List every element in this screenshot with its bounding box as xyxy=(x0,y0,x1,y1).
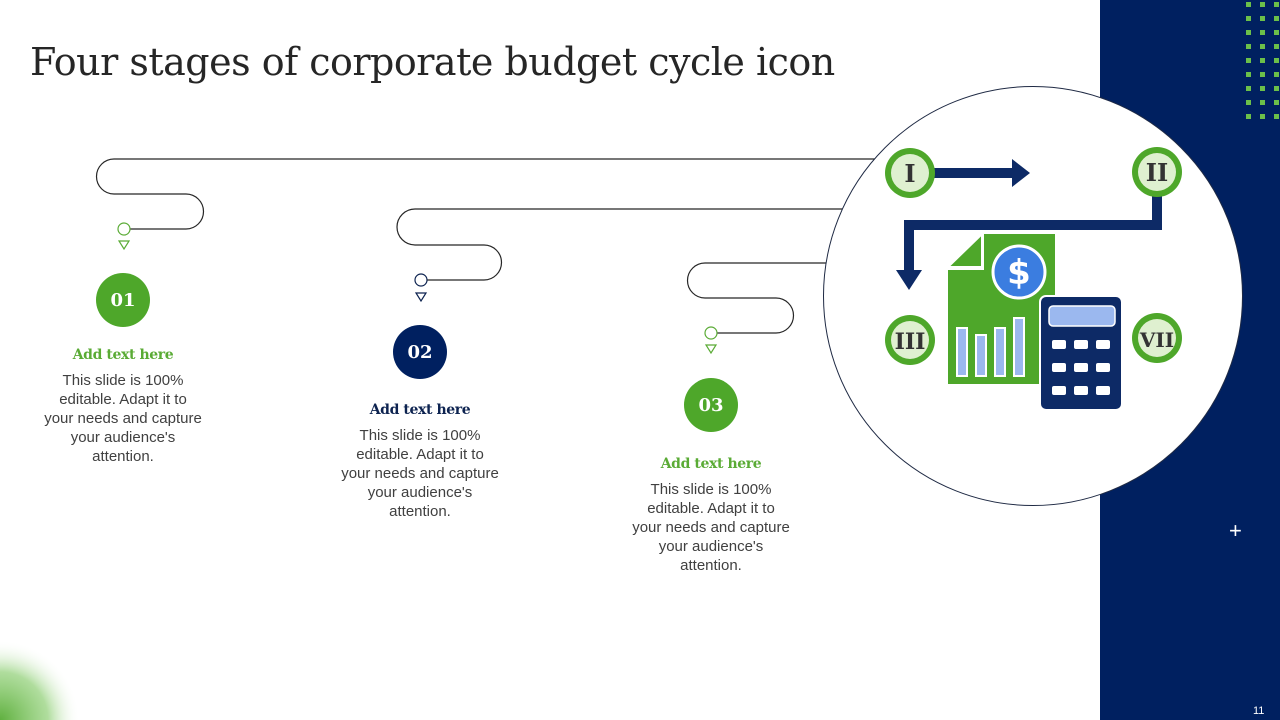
stage-heading: Add text here xyxy=(660,456,762,472)
page-number: 11 xyxy=(1253,705,1265,717)
svg-text:II: II xyxy=(1146,158,1168,187)
badge-seven: VII xyxy=(1132,313,1182,363)
stage-heading: Add text here xyxy=(72,347,174,363)
svg-text:$: $ xyxy=(1007,253,1031,293)
budget-cycle-icon: I II III VII $ xyxy=(885,147,1182,411)
stage-description: This slide is 100% editable. Adapt it to… xyxy=(44,372,202,465)
halftone-decoration xyxy=(0,640,80,720)
badge-two: II xyxy=(1132,147,1182,197)
stage-03: 03 Add text here This slide is 100% edit… xyxy=(631,378,791,575)
calculator-icon xyxy=(1039,295,1123,411)
decorative-dot-grid xyxy=(1246,2,1279,119)
budget-document-icon: $ xyxy=(945,231,1055,384)
stage-description: This slide is 100% editable. Adapt it to… xyxy=(632,481,790,574)
stage-number-badge: 03 xyxy=(684,378,738,432)
svg-text:VII: VII xyxy=(1139,328,1174,352)
stage-heading: Add text here xyxy=(369,402,471,418)
plus-decoration: + xyxy=(1229,518,1242,543)
stage-02: 02 Add text here This slide is 100% edit… xyxy=(340,325,500,521)
stage-description: This slide is 100% editable. Adapt it to… xyxy=(341,427,499,520)
svg-text:III: III xyxy=(895,329,926,355)
slide-title: Four stages of corporate budget cycle ic… xyxy=(30,40,835,84)
stage-01: 01 Add text here This slide is 100% edit… xyxy=(43,273,203,466)
stage-number-badge: 02 xyxy=(393,325,447,379)
badge-three: III xyxy=(885,315,935,365)
badge-one: I xyxy=(885,148,935,198)
svg-text:I: I xyxy=(904,159,915,188)
stage-number-badge: 01 xyxy=(96,273,150,327)
